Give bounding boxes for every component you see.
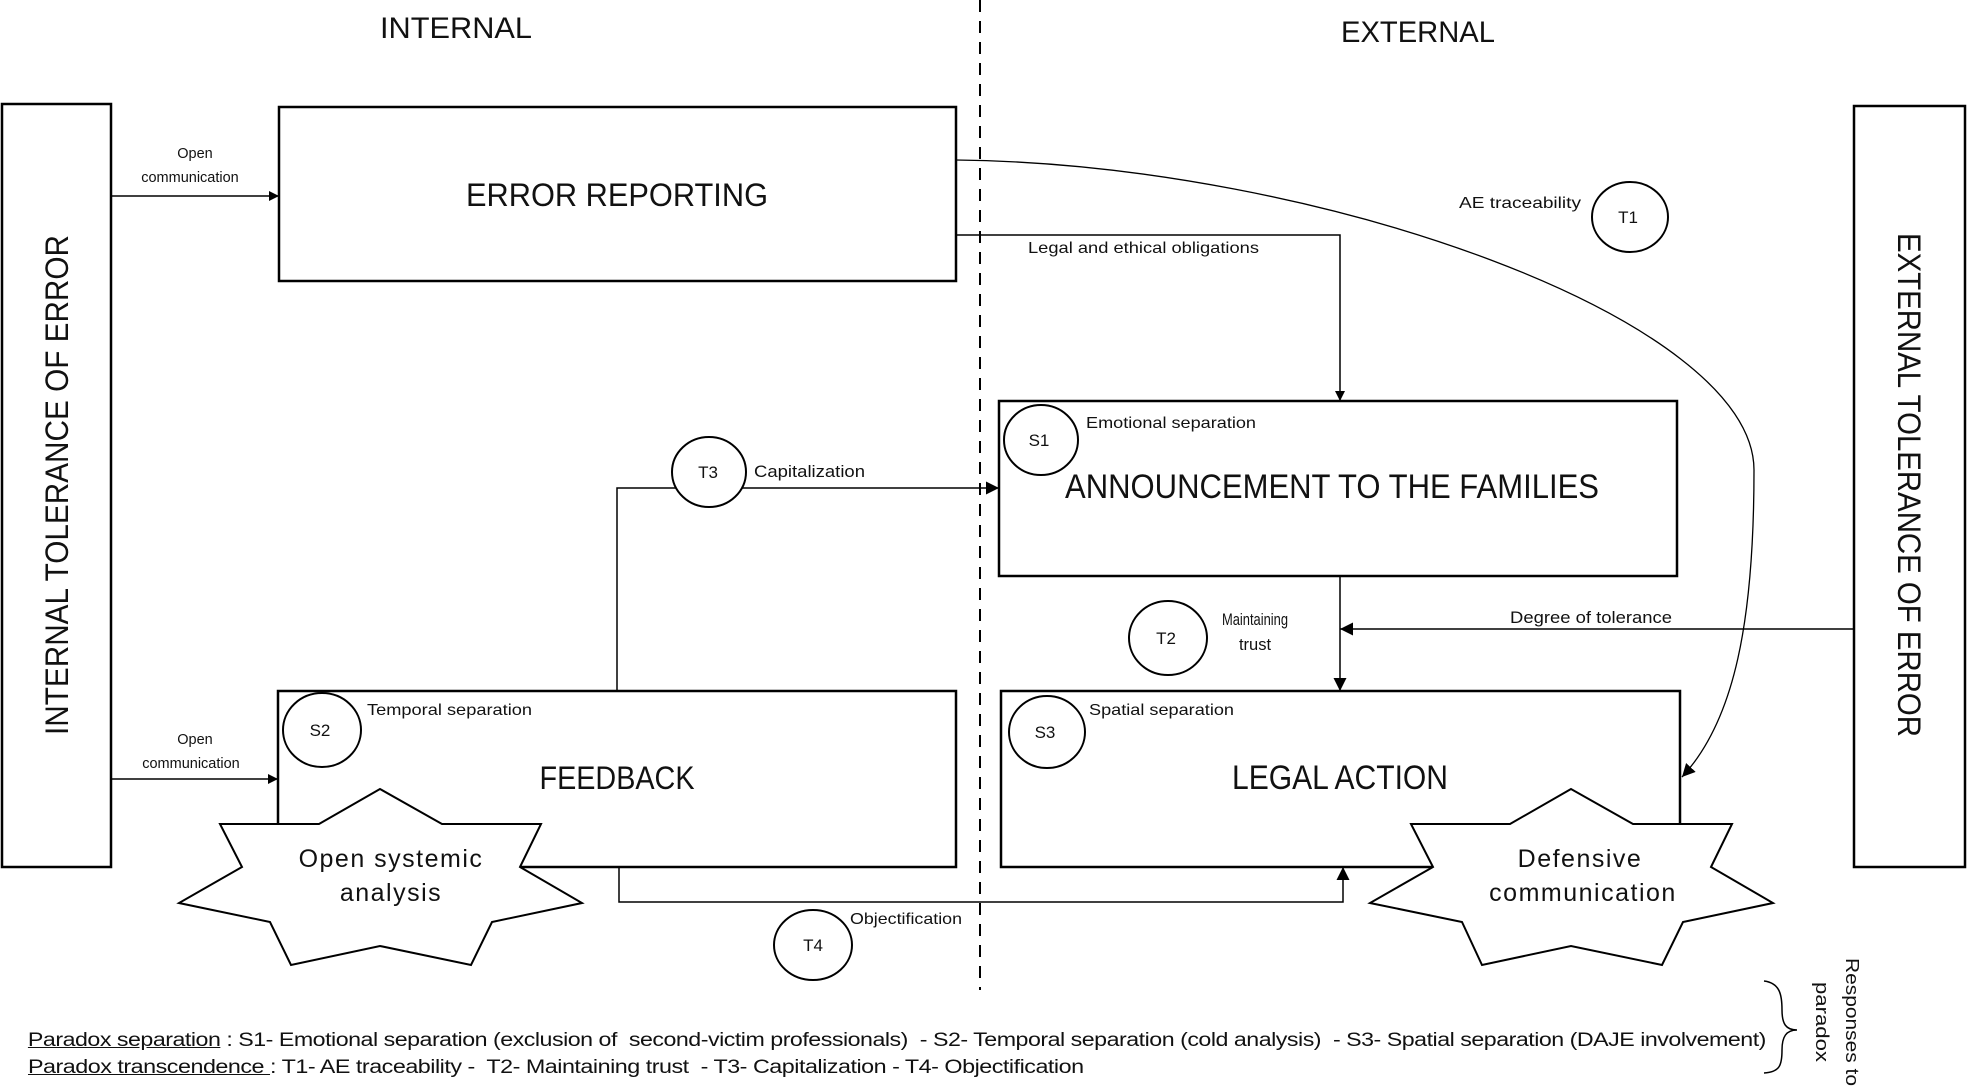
maintaining-label-2: trust [1239,636,1272,654]
defensive-label-2: communication [1489,879,1677,907]
ae-traceability-curve [955,159,1755,778]
marker-t1: T1 [1591,181,1669,253]
open-systemic-analysis-star: Open systemic analysis [176,787,585,967]
marker-t4: T4 [773,909,853,981]
marker-t3: T3 [671,436,747,508]
open-communication-bottom-label-2: communication [142,756,240,772]
marker-t3-id: T3 [698,463,718,482]
external-tolerance-label: EXTERNAL TOLERANCE OF ERROR [1891,233,1927,737]
internal-tolerance-box: INTERNAL TOLERANCE OF ERROR [0,102,113,869]
defensive-communication-star: Defensive communication [1367,787,1776,967]
marker-t1-id: T1 [1618,208,1638,227]
error-reporting-box: ERROR REPORTING [277,105,958,283]
legend-transcendence-head: Paradox transcendence [27,1057,271,1078]
degree-of-tolerance-label: Degree of tolerance [1510,609,1672,627]
marker-s2-id: S2 [310,721,331,740]
legal-action-label: LEGAL ACTION [1232,759,1448,797]
legend-transcendence-text: : T1- AE traceability - T2- Maintaining … [270,1057,1084,1078]
marker-t4-id: T4 [803,936,823,955]
responses-brace [1763,980,1798,1074]
objectification-arrow [618,867,1350,903]
legend-separation: Paradox separation : S1- Emotional separ… [16,1008,1766,1052]
marker-t2: T2 [1128,600,1208,676]
marker-s2: S2 [282,692,362,768]
error-reporting-label: ERROR REPORTING [466,177,768,213]
open-systemic-label-2: analysis [340,879,442,907]
marker-s3-id: S3 [1035,723,1056,742]
internal-header: INTERNAL [380,12,532,45]
feedback-label: FEEDBACK [540,760,695,796]
legal-ethical-arrow [956,234,1345,401]
marker-s3: S3 [1008,695,1086,769]
marker-t2-id: T2 [1156,629,1176,648]
announcement-box: ANNOUNCEMENT TO THE FAMILIES [997,399,1679,578]
open-communication-bottom-label-1: Open [177,732,212,748]
legend-separation-head: Paradox separation [27,1030,221,1051]
external-header: EXTERNAL [1341,16,1495,49]
legend-transcendence: Paradox transcendence : T1- AE traceabil… [16,1035,1084,1079]
maintaining-label-1: Maintaining [1222,611,1288,629]
defensive-label-1: Defensive [1518,845,1643,873]
legal-ethical-label: Legal and ethical obligations [1028,240,1259,257]
marker-s1: S1 [1003,404,1079,476]
responses-to-label: Responses to [1842,958,1862,1086]
marker-s1-id: S1 [1029,431,1050,450]
spatial-separation-label: Spatial separation [1089,702,1234,719]
paradox-label: paradox [1812,982,1832,1062]
announcement-label: ANNOUNCEMENT TO THE FAMILIES [1065,468,1599,506]
open-communication-top-label-2: communication [141,170,239,186]
capitalization-arrow [616,481,999,691]
temporal-separation-label: Temporal separation [367,702,532,719]
external-tolerance-box: EXTERNAL TOLERANCE OF ERROR [1852,104,1967,869]
emotional-separation-label: Emotional separation [1086,415,1256,432]
capitalization-label: Capitalization [754,463,865,481]
open-systemic-label-1: Open systemic [299,845,484,873]
open-communication-top-label-1: Open [177,146,212,162]
objectification-label: Objectification [850,911,962,928]
internal-tolerance-label: INTERNAL TOLERANCE OF ERROR [39,235,75,735]
legend-separation-text: : S1- Emotional separation (exclusion of… [220,1030,1766,1051]
ae-traceability-label: AE traceability [1459,195,1581,212]
